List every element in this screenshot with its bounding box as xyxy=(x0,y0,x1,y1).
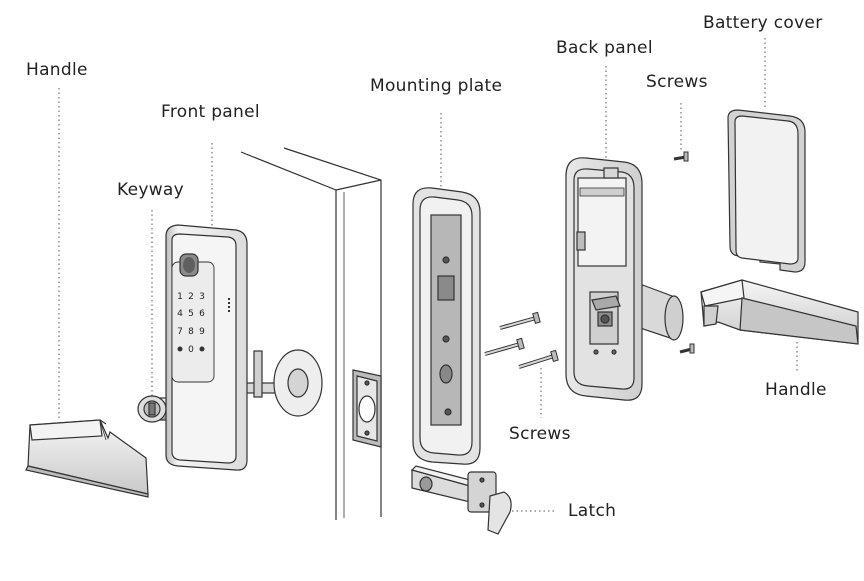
label-keyway: Keyway xyxy=(117,180,185,200)
label-screws-bottom: Screws xyxy=(509,424,571,444)
keypad-key-5: 5 xyxy=(188,309,194,319)
keypad-key-0: 0 xyxy=(188,345,194,355)
strike-plate xyxy=(352,369,382,448)
screw-small-top xyxy=(673,151,689,162)
label-back-panel: Back panel xyxy=(556,38,653,58)
handle-left xyxy=(25,419,149,498)
screws-long xyxy=(484,311,559,369)
keypad-key-2: 2 xyxy=(188,292,194,302)
back-panel xyxy=(565,157,684,401)
keypad-key-9: 9 xyxy=(199,327,205,337)
keypad-bell-icon xyxy=(199,346,205,352)
handle-right xyxy=(700,279,859,345)
label-screws-top: Screws xyxy=(646,72,708,92)
leader-lines xyxy=(58,38,798,512)
keypad-key-6: 6 xyxy=(199,309,205,319)
label-latch: Latch xyxy=(568,501,617,521)
door-edge xyxy=(240,147,382,520)
latch xyxy=(410,465,512,535)
battery-cover xyxy=(727,109,806,273)
mounting-plate xyxy=(412,187,481,465)
keypad-key-4: 4 xyxy=(177,309,183,319)
keypad-lock-icon xyxy=(177,346,183,352)
keypad-key-8: 8 xyxy=(188,327,194,337)
label-front-panel: Front panel xyxy=(161,102,260,122)
label-battery-cover: Battery cover xyxy=(703,13,823,33)
label-handle-right: Handle xyxy=(765,380,827,400)
screws-small xyxy=(673,151,695,354)
keypad-key-1: 1 xyxy=(177,292,183,302)
label-mounting-plate: Mounting plate xyxy=(370,76,503,96)
keypad-key-3: 3 xyxy=(199,292,205,302)
screw-small-bottom xyxy=(679,343,695,354)
label-handle-left: Handle xyxy=(26,60,88,80)
keypad-key-7: 7 xyxy=(177,327,183,337)
